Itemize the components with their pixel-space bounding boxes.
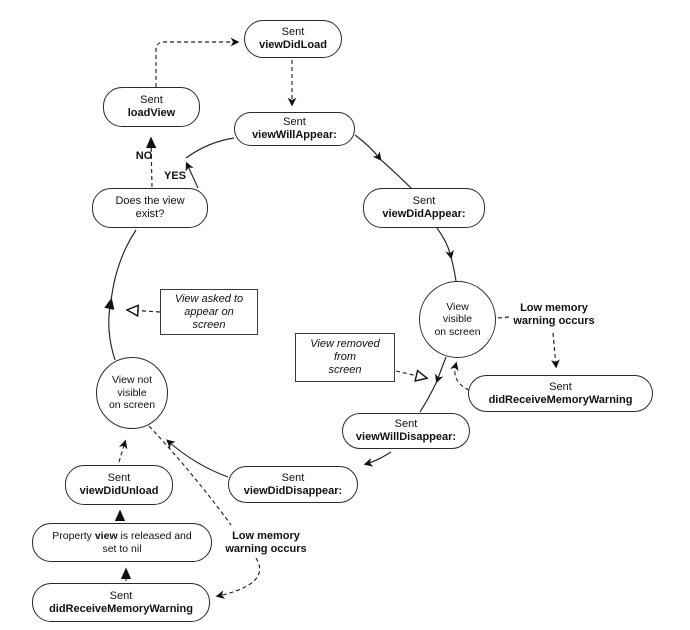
- node-label: Sent: [109, 589, 133, 602]
- method-name: viewDidAppear:: [382, 208, 466, 220]
- state-label: visible: [117, 386, 147, 399]
- dash-notvisible-to-lowmemory: [148, 425, 232, 526]
- flow-arc-viewwillappear-viewdidappear-2: [379, 158, 413, 190]
- state-view-visible: View visible on screen: [419, 281, 496, 358]
- state-label: on screen: [434, 325, 481, 338]
- flow-arc-viewwillappear-viewdidappear: [354, 134, 382, 161]
- label-line: warning occurs: [225, 542, 307, 555]
- node-view-did-load: Sent viewDidLoad: [244, 20, 342, 58]
- node-did-receive-memory-warning-bottom: Sent didReceiveMemoryWarning: [32, 583, 210, 622]
- node-label: Sent: [281, 471, 305, 484]
- arrow-loadview-to-viewdidload: [155, 37, 240, 87]
- arrow-lowmemory-to-memwarn-bottom: [215, 557, 261, 599]
- method-name: didReceiveMemoryWarning: [488, 393, 633, 406]
- node-label: Sent: [394, 418, 418, 430]
- flow-arc-viewdiddisappear-notvisible: [166, 439, 229, 478]
- method-name: viewWillAppear:: [252, 129, 337, 141]
- node-view-did-disappear: Sent viewDidDisappear:: [228, 466, 358, 503]
- annotation-view-removed: View removed from screen: [295, 333, 395, 382]
- node-label: set to nil: [102, 542, 142, 555]
- node-label: exist?: [135, 208, 165, 220]
- state-label: on screen: [108, 399, 156, 412]
- node-view-did-unload: Sent viewDidUnload: [65, 465, 173, 505]
- arrow-memwarn-right-to-visible: [450, 361, 470, 391]
- flow-arc-viewdidappear-visible-2: [450, 256, 457, 282]
- flow-arc-visible-viewwilldisappear: [435, 356, 447, 384]
- flow-arc-viewdidappear-visible: [436, 227, 454, 260]
- node-label: Sent: [283, 116, 306, 128]
- flow-arc-viewwilldisappear-viewdiddisappear: [363, 451, 392, 467]
- node-label: Sent: [549, 380, 572, 393]
- arrow-viewdidunload-to-notvisible: [118, 439, 128, 463]
- annotation-line: screen: [328, 364, 362, 376]
- label-low-memory-bottom: Low memory warning occurs: [217, 530, 315, 555]
- node-does-view-exist: Does the view exist?: [92, 188, 208, 228]
- node-label: Sent: [281, 26, 305, 38]
- node-label: Property view is released and: [52, 529, 192, 542]
- arrow-viewremoved-join: [395, 371, 426, 378]
- method-name: viewDidLoad: [259, 39, 327, 51]
- method-name: didReceiveMemoryWarning: [49, 602, 193, 615]
- node-property-released: Property view is released and set to nil: [32, 523, 212, 562]
- arrow-no-to-loadview: [145, 136, 157, 188]
- annotation-line: appear on: [184, 305, 234, 318]
- state-label: View not: [111, 374, 153, 387]
- method-name: viewDidDisappear:: [243, 484, 343, 497]
- method-name: loadView: [127, 107, 176, 119]
- label-no: NO: [135, 150, 153, 162]
- node-did-receive-memory-warning-right: Sent didReceiveMemoryWarning: [468, 375, 653, 412]
- state-label: View: [446, 300, 469, 313]
- dash-visible-to-lowmemory: [497, 316, 510, 319]
- node-label: Does the view: [115, 195, 185, 207]
- flow-arc-up-doesexist: [110, 229, 137, 302]
- node-label: Sent: [412, 195, 436, 207]
- flow-arc-to-viewwillappear: [185, 137, 235, 159]
- label-line: Low memory: [520, 302, 588, 314]
- annotation-line: View removed: [310, 338, 380, 350]
- label-low-memory-right: Low memory warning occurs: [505, 302, 603, 327]
- node-view-will-disappear: Sent viewWillDisappear:: [342, 413, 470, 449]
- state-label: visible: [442, 313, 473, 326]
- label-line: Low memory: [232, 530, 300, 542]
- arrow-lowmemory-to-memwarn-right: [551, 332, 560, 369]
- annotation-line: View asked to: [174, 292, 244, 305]
- annotation-view-asked: View asked to appear on screen: [160, 289, 258, 335]
- node-view-will-appear: Sent viewWillAppear:: [234, 112, 355, 146]
- label-yes: YES: [163, 170, 186, 182]
- node-view-did-appear: Sent viewDidAppear:: [363, 188, 485, 228]
- label-line: warning occurs: [513, 314, 595, 327]
- flow-arc-visible-viewwilldisappear-2: [419, 380, 438, 413]
- method-name: viewWillDisappear:: [355, 431, 457, 443]
- node-label: Sent: [140, 94, 163, 106]
- annotation-line: from: [334, 351, 356, 363]
- flow-arc-notvisible-up: [104, 297, 116, 361]
- state-view-not-visible: View not visible on screen: [96, 357, 168, 429]
- annotation-line: screen: [192, 318, 226, 331]
- method-name: viewDidUnload: [79, 485, 159, 497]
- node-label: Sent: [107, 472, 131, 484]
- arrow-viewasked-join: [128, 310, 161, 312]
- flow-yes-join-arrow: [185, 161, 199, 189]
- node-load-view: Sent loadView: [103, 87, 200, 127]
